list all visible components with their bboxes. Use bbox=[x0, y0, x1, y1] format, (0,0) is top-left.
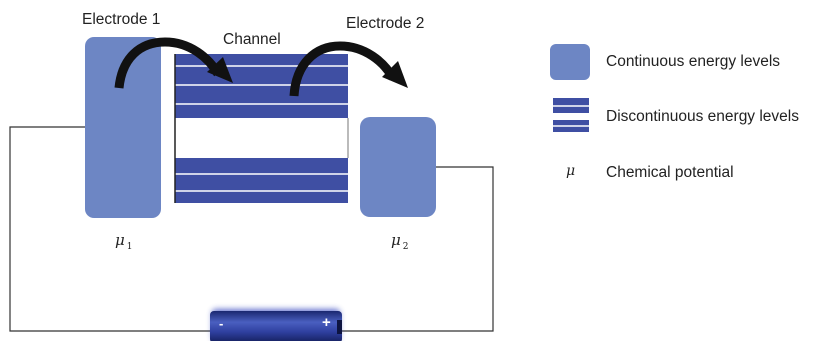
arrow-2 bbox=[289, 41, 408, 97]
electrode-1-label: Electrode 1 bbox=[82, 11, 161, 28]
electrode-1-block bbox=[85, 37, 161, 218]
legend-discontinuous-label: Discontinuous energy levels bbox=[606, 108, 799, 125]
battery-negative-terminal: - bbox=[219, 316, 224, 331]
electrode-2-label: Electrode 2 bbox=[346, 15, 425, 32]
legend-mu-symbol: μ bbox=[566, 163, 576, 179]
mu-1-symbol: μ bbox=[115, 231, 125, 249]
mu-2-symbol: μ bbox=[391, 231, 401, 249]
wire-left bbox=[9, 126, 210, 332]
arrow-1 bbox=[114, 37, 233, 89]
legend-continuous-label: Continuous energy levels bbox=[606, 53, 781, 70]
channel-block bbox=[174, 54, 349, 203]
battery-positive-terminal: + bbox=[322, 314, 331, 331]
channel-label: Channel bbox=[223, 31, 281, 48]
legend-discontinuous-swatch bbox=[553, 98, 589, 132]
legend-chemical-label: Chemical potential bbox=[606, 164, 734, 181]
mu-1-subscript: 1 bbox=[126, 242, 133, 252]
mu-2-subscript: 2 bbox=[402, 242, 409, 252]
legend-continuous-swatch bbox=[550, 44, 590, 80]
battery bbox=[210, 309, 342, 341]
wire-right bbox=[342, 166, 494, 332]
electrode-2-block bbox=[360, 117, 436, 217]
